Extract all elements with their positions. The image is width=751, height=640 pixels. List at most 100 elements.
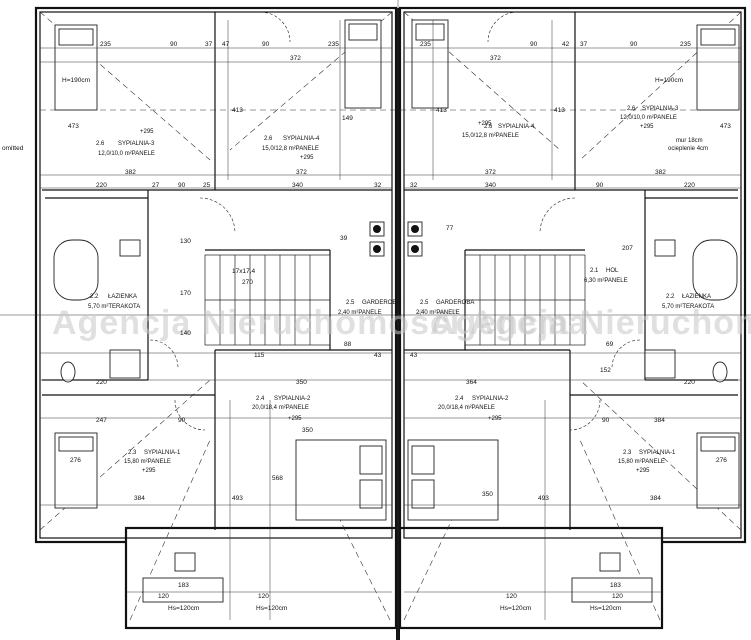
svg-text:120: 120: [506, 593, 517, 600]
svg-text:90: 90: [178, 182, 186, 189]
room-name: ŁAZIENKA: [108, 294, 137, 300]
room-number: 2.3: [623, 450, 632, 456]
left-furniture: [53, 19, 387, 603]
room-number: 2.5: [420, 300, 429, 306]
room-number: 2.4: [455, 396, 464, 402]
svg-text:350: 350: [482, 491, 493, 498]
svg-text:568: 568: [272, 475, 283, 482]
room-name: SYPIALNIA-3: [642, 106, 679, 112]
bathtub-left: [53, 239, 99, 301]
room-area: 15,0/12,8 m²PANELE: [262, 146, 319, 152]
room-number: 2.6: [627, 106, 636, 112]
sill-height-label: Hs=120cm: [590, 605, 621, 612]
room-area: 15,80 m²PANELE: [618, 459, 665, 465]
room-number: 2.2: [90, 294, 99, 300]
stair-label: 17x17,4: [232, 268, 256, 275]
room-name: SYPIALNIA-1: [639, 450, 676, 456]
svg-text:493: 493: [538, 495, 549, 502]
sill-height-label: Hs=120cm: [500, 605, 531, 612]
room-number: 2.6: [264, 136, 273, 142]
svg-text:37: 37: [205, 41, 213, 48]
svg-text:235: 235: [420, 41, 431, 48]
shower-right: [644, 349, 676, 379]
room-area: 12,0/10,0 m²PANELE: [98, 151, 155, 157]
desk-right: [571, 577, 653, 603]
room-height: +295: [640, 124, 654, 130]
svg-text:183: 183: [610, 582, 621, 589]
svg-text:47: 47: [222, 41, 230, 48]
room-name: SYPIALNIA-2: [472, 396, 509, 402]
toilet-left: [60, 361, 76, 383]
room-height: +295: [478, 121, 492, 127]
stair-sub: 270: [242, 279, 253, 286]
room-number: 2.3: [128, 450, 137, 456]
room-area: 2,40 m²PANELE: [338, 310, 382, 316]
watermark-text: Agencja Nieruchomości Agema: [52, 304, 588, 342]
sink-right: [654, 239, 676, 257]
svg-text:413: 413: [436, 107, 447, 114]
left-room-labels: +295 2.6 SYPIALNIA-3 12,0/10,0 m²PANELE …: [88, 129, 400, 474]
room-height: +295: [488, 416, 502, 422]
svg-text:382: 382: [125, 169, 136, 176]
right-furniture: [407, 19, 740, 603]
svg-text:372: 372: [290, 55, 301, 62]
svg-text:220: 220: [96, 379, 107, 386]
room-area: 12,0/10,0 m²PANELE: [620, 115, 677, 121]
bed-height-label: H=190cm: [62, 77, 90, 84]
watermark-text-2: Agencja Nieruchomości Agema: [430, 304, 751, 342]
room-height: +295: [142, 468, 156, 474]
room-number: 2.6: [484, 124, 493, 130]
room-area: 2,40 m²PANELE: [416, 310, 460, 316]
svg-text:120: 120: [258, 593, 269, 600]
svg-text:247: 247: [96, 417, 107, 424]
svg-text:220: 220: [684, 379, 695, 386]
beam-note: mur 18cm: [676, 138, 703, 144]
chair-left: [174, 552, 196, 572]
room-area: 20,0/18,4 m²PANELE: [438, 405, 495, 411]
sill-height-label: Hs=120cm: [168, 605, 199, 612]
svg-text:130: 130: [180, 238, 191, 245]
dimension-text: 235 90 37 47 90 235 372 235 90 42 37 90 …: [68, 41, 731, 600]
svg-text:413: 413: [232, 107, 243, 114]
sill-height-label: Hs=120cm: [256, 605, 287, 612]
room-area: 15,80 m²PANELE: [124, 459, 171, 465]
misc-labels: H=190cm H=190cm Hs=120cm Hs=120cm Hs=120…: [62, 77, 683, 612]
sink-left: [119, 239, 141, 257]
svg-text:384: 384: [134, 495, 145, 502]
right-room-labels: +295 2.6 SYPIALNIA-4 15,0/12,8 m²PANELE …: [416, 106, 714, 474]
stairs-right: [464, 254, 586, 346]
svg-text:384: 384: [654, 417, 665, 424]
svg-text:42: 42: [562, 41, 570, 48]
svg-text:372: 372: [490, 55, 501, 62]
svg-text:90: 90: [178, 417, 186, 424]
room-name: GARDEROBA: [362, 300, 400, 306]
svg-text:493: 493: [232, 495, 243, 502]
svg-text:88: 88: [344, 341, 352, 348]
room-name: SYPIALNIA-1: [144, 450, 181, 456]
beam-note: ocieplenie 4cm: [668, 146, 708, 152]
svg-text:276: 276: [70, 457, 81, 464]
svg-text:473: 473: [720, 123, 731, 130]
bed-height-label: H=190cm: [655, 77, 683, 84]
svg-text:90: 90: [262, 41, 270, 48]
room-number: 2.6: [96, 141, 105, 147]
svg-text:43: 43: [410, 352, 418, 359]
svg-text:384: 384: [650, 495, 661, 502]
room-area: 20,0/18,4 m²PANELE: [252, 405, 309, 411]
svg-text:235: 235: [328, 41, 339, 48]
svg-text:149: 149: [342, 115, 353, 122]
svg-text:220: 220: [96, 182, 107, 189]
svg-text:372: 372: [296, 169, 307, 176]
room-name: SYPIALNIA-2: [274, 396, 311, 402]
room-number: 2.5: [346, 300, 355, 306]
room-number: 2.1: [590, 268, 599, 274]
room-area: 15,0/12,8 m²PANELE: [462, 133, 519, 139]
svg-text:350: 350: [302, 427, 313, 434]
svg-text:340: 340: [292, 182, 303, 189]
svg-text:39: 39: [340, 235, 348, 242]
svg-text:170: 170: [180, 290, 191, 297]
svg-text:27: 27: [152, 182, 160, 189]
room-area: 6,30 m²PANELE: [584, 278, 628, 284]
